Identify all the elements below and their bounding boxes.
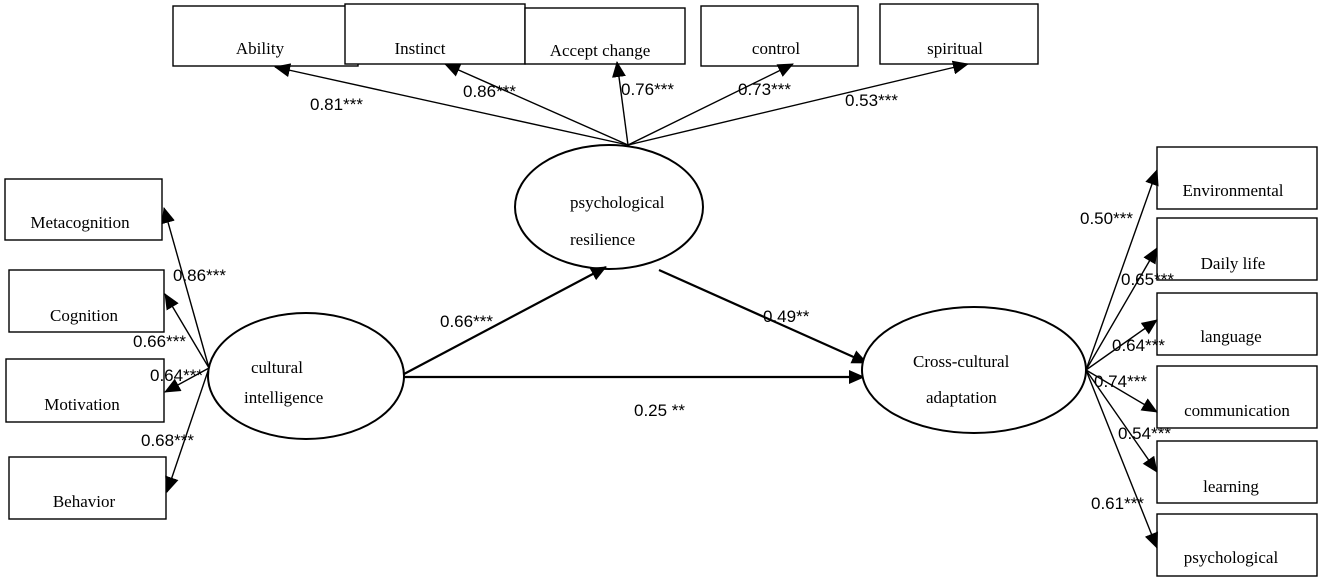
learning-box [1156,440,1318,504]
coef-psychological: 0.61*** [1091,494,1144,513]
ability-box [172,5,359,67]
path-resilience-to-cca [658,268,868,365]
cultural-intelligence-ellipse [207,312,405,440]
arrow-cognition [164,293,210,369]
arrow-accept-change [612,61,629,146]
language-label: language [1200,327,1261,346]
spiritual-label: spiritual [927,39,983,58]
arrow-communication [1085,369,1158,413]
coef-communication: 0.74*** [1094,372,1147,391]
motivation-box [5,358,165,423]
metacognition-label: Metacognition [30,213,130,232]
resilience-label-line1: psychological [570,193,665,212]
environmental-box [1156,146,1318,210]
accept-change-box [524,7,686,65]
communication-label: communication [1184,401,1290,420]
instinct-label: Instinct [395,39,446,58]
language-box [1156,292,1318,356]
daily-life-label: Daily life [1201,254,1266,273]
accept-change-label: Accept change [550,41,651,60]
arrow-environmental [1085,169,1159,371]
coef-control: 0.73*** [738,80,791,99]
daily-life-box [1156,217,1318,281]
motivation-label: Motivation [44,395,120,414]
arrow-language [1085,319,1158,371]
arrow-instinct [444,63,629,146]
psychological-resilience-ellipse [514,144,704,270]
control-box [700,5,859,67]
coef-spiritual: 0.53*** [845,91,898,110]
metacognition-box [4,178,163,241]
arrow-control [627,63,794,146]
coef-daily-life: 0.65*** [1121,270,1174,289]
arrow-motivation [164,367,210,393]
communication-box [1156,365,1318,429]
path-ci-to-resilience [403,266,607,375]
coef-environmental: 0.50*** [1080,209,1133,228]
cca-label-line1: Cross-cultural [913,352,1010,371]
arrow-ability [274,63,629,146]
resilience-label-line2: resilience [570,230,635,249]
environmental-label: Environmental [1182,181,1283,200]
cognition-box [8,269,165,333]
instinct-box [344,3,526,65]
arrow-daily-life [1085,247,1158,371]
psychological-box [1156,513,1318,577]
coef-accept-change: 0.76*** [621,80,674,99]
arrow-spiritual [627,60,969,146]
coef-language: 0.64*** [1112,336,1165,355]
coef-ability: 0.81*** [310,95,363,114]
coef-instinct: 0.86*** [463,82,516,101]
ci-label-line1: cultural [251,358,303,377]
coef-ci-to-cca: 0.25 ** [634,401,685,420]
arrow-behavior [165,367,210,493]
arrow-learning [1085,369,1158,473]
control-label: control [752,39,800,58]
coef-ci-to-resilience: 0.66*** [440,312,493,331]
cca-label-line2: adaptation [926,388,997,407]
psychological-label: psychological [1184,548,1279,567]
ability-label: Ability [236,39,285,58]
ci-label-line2: intelligence [244,388,323,407]
arrow-metacognition [161,207,210,369]
coef-learning: 0.54*** [1118,424,1171,443]
behavior-box [8,456,167,520]
behavior-label: Behavior [53,492,116,511]
learning-label: learning [1203,477,1259,496]
cognition-label: Cognition [50,306,119,325]
arrow-psychological [1085,369,1158,549]
coef-cognition: 0.66*** [133,332,186,351]
coef-metacognition: 0.86*** [173,266,226,285]
coef-motivation: 0.64*** [150,366,203,385]
coef-behavior: 0.68*** [141,431,194,450]
coef-resilience-to-cca: 0.49** [763,307,810,326]
